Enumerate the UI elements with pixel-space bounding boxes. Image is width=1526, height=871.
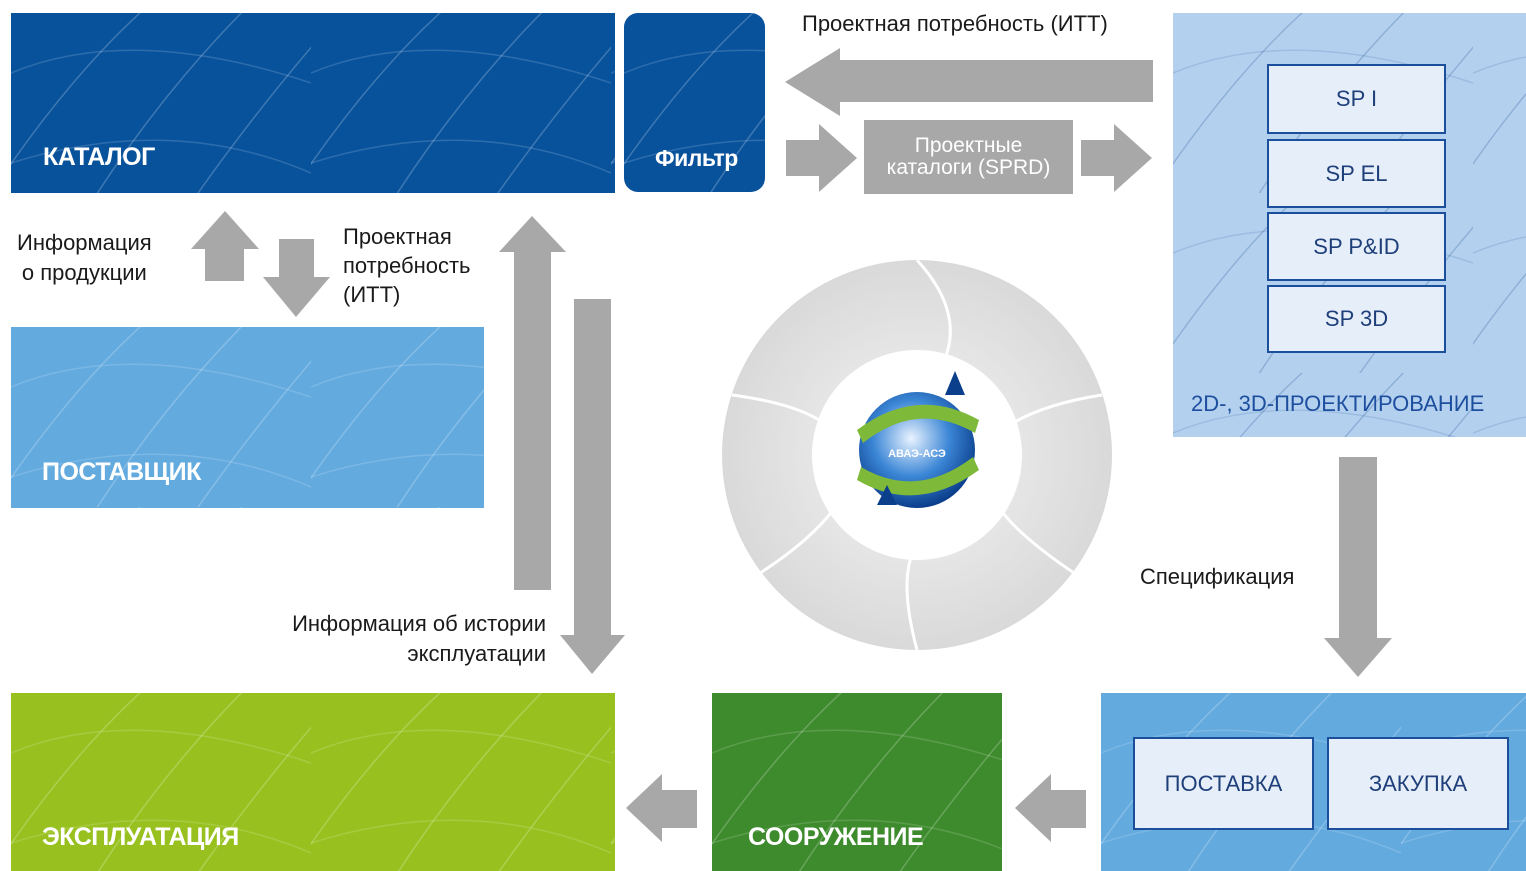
arrow-catalogs-right (1081, 124, 1152, 192)
supplier-block: ПОСТАВЩИК (11, 327, 484, 508)
product-info-line2: о продукции (21, 260, 147, 285)
demand-line3: (ИТТ) (343, 282, 401, 307)
construction-block: СООРУЖЕНИЕ (712, 693, 1002, 871)
module-sp-i: SP I (1267, 64, 1446, 134)
filter-label: Фильтр (655, 145, 738, 171)
product-info-label: Информация о продукции (17, 228, 152, 288)
demand-line1: Проектная (343, 224, 452, 249)
history-label: Информация об истории эксплуатации (262, 609, 546, 669)
cycle-graphic: АВАЭ-АСЭ (722, 258, 1112, 651)
logo-text: АВАЭ-АСЭ (888, 448, 946, 460)
catalog-block: КАТАЛОГ (11, 13, 615, 193)
delivery-box: ПОСТАВКА (1133, 737, 1314, 830)
demand-label: Проектная потребность (ИТТ) (343, 222, 471, 309)
filter-block: Фильтр (624, 13, 765, 192)
design-label: 2D-, 3D-ПРОЕКТИРОВАНИЕ (1191, 391, 1485, 416)
arrow-to-construction (1015, 774, 1086, 842)
project-catalogs-box: Проектные каталоги (SPRD) (864, 120, 1073, 194)
demand-line2: потребность (343, 253, 471, 278)
module-sp-el: SP EL (1267, 139, 1446, 208)
company-logo-icon: АВАЭ-АСЭ (857, 371, 979, 508)
project-catalogs-line2: каталоги (SPRD) (886, 156, 1051, 179)
top-demand-label: Проектная потребность (ИТТ) (802, 11, 1108, 36)
catalog-label: КАТАЛОГ (43, 143, 155, 171)
specification-label: Спецификация (1140, 564, 1295, 589)
arrow-specification-down (1324, 457, 1392, 677)
supplier-label: ПОСТАВЩИК (42, 458, 201, 486)
arrow-filter-right (786, 124, 857, 192)
project-catalogs-line1: Проектные (914, 134, 1023, 157)
construction-label: СООРУЖЕНИЕ (748, 823, 924, 851)
history-line1: Информация об истории (292, 611, 546, 636)
operation-block: ЭКСПЛУАТАЦИЯ (11, 693, 615, 871)
arrow-demand-left (785, 48, 1153, 116)
arrow-to-operation (626, 774, 697, 842)
purchase-box: ЗАКУПКА (1327, 737, 1509, 830)
product-info-line1: Информация (17, 230, 152, 255)
operation-label: ЭКСПЛУАТАЦИЯ (42, 823, 239, 851)
module-sp-pid: SP P&ID (1267, 212, 1446, 281)
arrow-demand-down (263, 239, 330, 317)
arrow-product-info-up (191, 211, 259, 281)
module-sp-3d: SP 3D (1267, 285, 1446, 353)
history-line2: эксплуатации (407, 641, 546, 666)
arrow-operation-down (560, 299, 625, 674)
arrow-history-up (499, 216, 566, 590)
